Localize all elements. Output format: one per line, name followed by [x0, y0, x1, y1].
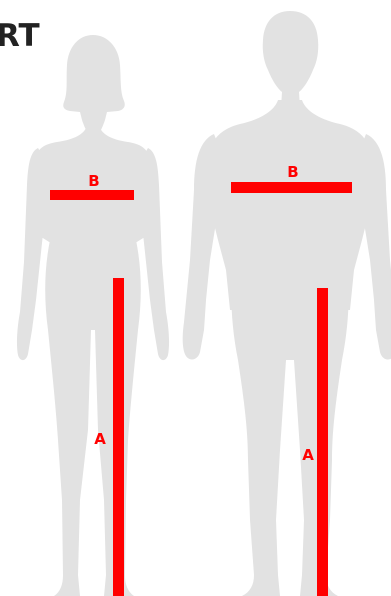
- female-legs: [45, 240, 141, 596]
- female-chest-measure-bar: [50, 190, 134, 200]
- male-head: [263, 11, 319, 108]
- female-chest-label: B: [88, 172, 99, 190]
- female-inseam-label: A: [94, 430, 106, 448]
- male-inseam-label: A: [302, 446, 314, 464]
- male-legs: [231, 270, 349, 596]
- female-arm-left: [17, 148, 48, 360]
- male-silhouette: [183, 11, 391, 596]
- female-inseam-measure-bar: [113, 278, 124, 596]
- male-chest-measure-bar: [231, 182, 352, 193]
- male-inseam-measure-bar: [317, 288, 328, 596]
- male-arm-right: [356, 134, 391, 359]
- female-head: [63, 35, 125, 134]
- male-arm-left: [183, 134, 224, 359]
- female-silhouette: [17, 35, 169, 596]
- male-chest-label: B: [287, 163, 298, 181]
- female-arm-right: [138, 148, 169, 360]
